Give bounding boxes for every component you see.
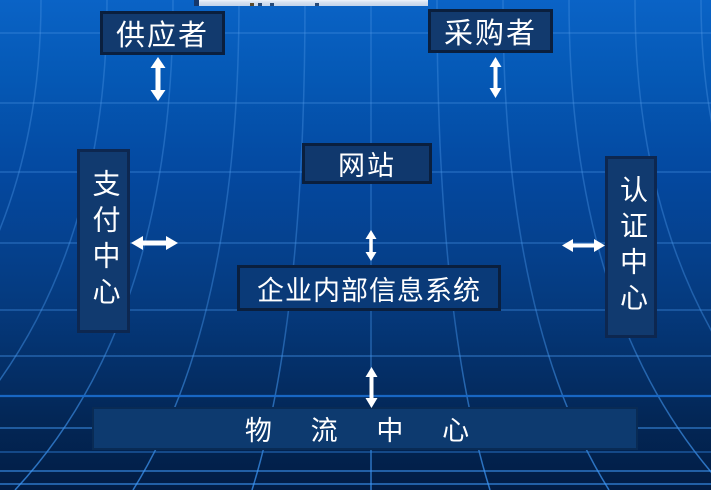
node-purchaser: 采购者: [428, 9, 553, 53]
double-arrow-icon-payment-link: [131, 236, 178, 250]
title-text-remnant: [258, 3, 262, 6]
node-supplier: 供应者: [100, 11, 225, 55]
title-box-fragment: [194, 0, 428, 6]
double-arrow-icon-logistics-link: [365, 367, 378, 408]
node-website: 网站: [302, 143, 432, 184]
double-arrow-icon-supplier-link: [150, 57, 166, 101]
title-text-remnant: [315, 3, 319, 6]
double-arrow-icon-website-system-link: [365, 230, 377, 261]
title-text-remnant: [250, 3, 254, 6]
node-internal-info-system: 企业内部信息系统: [237, 265, 501, 311]
title-text-remnant: [270, 3, 274, 6]
node-logistics-center: 物 流 中 心: [92, 407, 638, 450]
node-payment-center: 支付中心: [77, 149, 130, 333]
double-arrow-icon-certification-link: [562, 239, 605, 252]
node-certification-center: 认证中心: [605, 156, 657, 338]
double-arrow-icon-purchaser-link: [489, 57, 502, 98]
